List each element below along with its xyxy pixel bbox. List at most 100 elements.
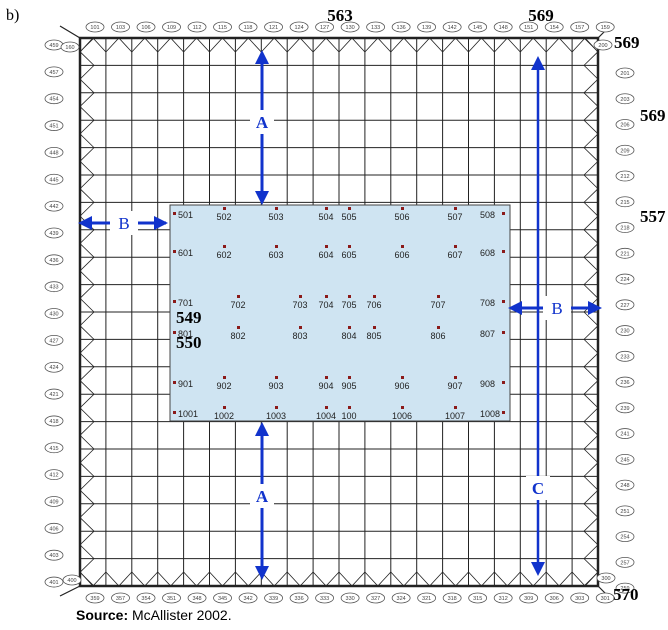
pad-label: 251 (620, 509, 629, 515)
pad-label: 115 (218, 25, 227, 31)
boundary-pad: 345 (213, 592, 232, 604)
arrowhead (78, 216, 92, 230)
boundary-pad: 112 (187, 21, 207, 33)
boundary-pad: 201 (615, 67, 635, 79)
core-node (173, 212, 176, 215)
core-node-label: 901 (178, 379, 193, 389)
pad-label: 218 (620, 226, 629, 232)
boundary-pad: 136 (391, 21, 411, 33)
label-box-b-left (110, 211, 138, 235)
boundary-pad: 209 (615, 144, 635, 156)
boundary-pad: 445 (44, 173, 64, 185)
boundary-pad: 157 (570, 21, 590, 33)
core-node-label: 605 (341, 250, 356, 260)
pad-label: 415 (49, 446, 58, 452)
label-b-left: B (118, 214, 129, 233)
pad-label: 124 (294, 25, 303, 31)
edge-brace (583, 421, 599, 450)
core-node (454, 207, 457, 210)
boundary-pad: 409 (44, 496, 64, 507)
core-node-label: 707 (430, 300, 445, 310)
edge-brace (209, 571, 236, 587)
core-node (348, 376, 351, 379)
edge-brace (583, 256, 599, 285)
edge-brace (79, 503, 95, 532)
boundary-pad: 236 (615, 376, 635, 388)
edge-brace (261, 571, 288, 587)
edge-brace (583, 448, 599, 477)
pad-label: 106 (141, 25, 150, 31)
boundary-pad: 224 (615, 273, 635, 285)
boundary-pad: 354 (136, 592, 156, 604)
core-node (173, 411, 176, 414)
edge-brace (286, 37, 314, 53)
edge-brace (583, 311, 599, 340)
pad-label: 430 (49, 312, 58, 318)
edge-brace (390, 37, 417, 53)
pad-label: 257 (620, 560, 629, 566)
edge-brace (520, 571, 547, 587)
core-node-label: 606 (394, 250, 409, 260)
boundary-pad: 421 (44, 388, 64, 400)
core-node (401, 406, 404, 409)
pad-label: 412 (49, 473, 58, 479)
pad-label: 457 (49, 70, 58, 76)
boundary-pad: 233 (615, 350, 635, 362)
edge-brace (79, 229, 95, 258)
core-node-label: 907 (447, 381, 462, 391)
pad-label: 427 (49, 338, 58, 344)
arrowhead (531, 562, 545, 576)
core-node-label: 508 (480, 210, 495, 220)
core-node (237, 326, 240, 329)
boundary-pad: 127 (315, 21, 335, 33)
number-left-upper: 549 (176, 308, 202, 327)
boundary-pad: 103 (111, 21, 130, 33)
core-node (373, 326, 376, 329)
edge-brace (209, 37, 236, 53)
corner-cable (59, 25, 81, 39)
boundary-pad: 427 (44, 334, 64, 346)
boundary-pad: 459 (44, 39, 64, 51)
pad-label: 336 (294, 596, 303, 602)
core-node-label: 805 (366, 331, 381, 341)
core-node (502, 250, 505, 253)
edge-brace (235, 37, 262, 53)
pad-label: 221 (620, 251, 629, 257)
boundary-pad: 403 (44, 549, 64, 561)
edge-brace (312, 37, 340, 53)
number-top-right: 569 (528, 6, 554, 25)
core-node (325, 245, 328, 248)
boundary-pad: 424 (44, 361, 64, 373)
pad-label: 227 (620, 303, 629, 309)
core-node (275, 207, 278, 210)
pad-label: 351 (167, 596, 176, 602)
pad-label: 259 (620, 586, 629, 592)
number-right-middle: 557 (640, 207, 666, 226)
pad-label: 459 (49, 43, 58, 49)
pad-label: 157 (575, 25, 584, 31)
arrowhead (508, 301, 522, 315)
pad-label: 301 (601, 596, 610, 602)
edge-brace (583, 119, 599, 148)
core-node-label: 607 (447, 250, 462, 260)
pad-label: 103 (116, 25, 125, 31)
core-node (275, 406, 278, 409)
boundary-pad: 451 (44, 120, 64, 131)
arrowhead (255, 50, 269, 64)
boundary-pad: 251 (615, 505, 635, 517)
core-node-label: 703 (292, 300, 307, 310)
boundary-pad: 227 (615, 299, 635, 311)
arrowhead (255, 566, 269, 580)
core-node (502, 331, 505, 334)
boundary-pad: 257 (615, 556, 635, 568)
edge-brace (79, 92, 95, 121)
core-node (173, 381, 176, 384)
core-node-label: 604 (318, 250, 333, 260)
pad-label: 421 (49, 392, 58, 398)
edge-brace (79, 476, 95, 505)
pad-label: 448 (49, 150, 58, 156)
core-node (325, 376, 328, 379)
number-left-lower: 550 (176, 333, 202, 352)
core-node-label: 501 (178, 210, 193, 220)
boundary-pad: 442 (44, 200, 64, 212)
